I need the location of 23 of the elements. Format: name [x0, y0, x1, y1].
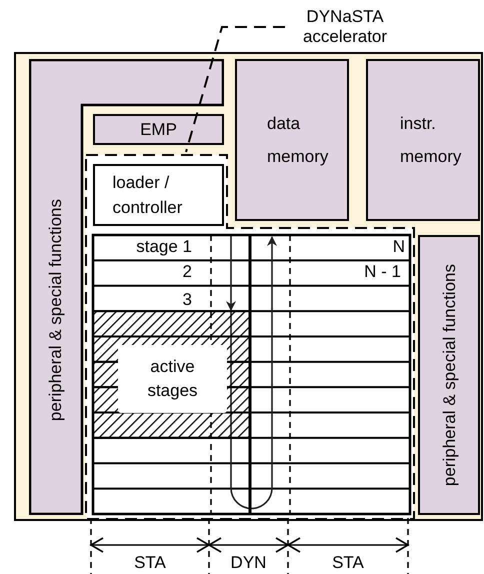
dimension-label: STA	[332, 554, 364, 570]
emp-block	[93, 114, 224, 145]
peripheral-block	[418, 235, 480, 515]
controller-block	[93, 164, 224, 226]
dimension-label: DYN	[230, 554, 266, 570]
block-label: peripheral & special functions	[44, 198, 66, 422]
stage-label: stage 1	[136, 238, 192, 254]
memory-block	[366, 59, 480, 221]
stage-label: N	[392, 238, 405, 254]
stage-label: N - 1	[364, 262, 401, 280]
chip-outline	[14, 52, 483, 521]
leader-line	[185, 26, 285, 152]
memory-block	[235, 59, 349, 221]
dimension-label: STA	[134, 554, 166, 570]
stage-label: 2	[182, 262, 192, 280]
block-label: instr. memory	[400, 113, 462, 168]
block-label: EMP	[140, 118, 177, 141]
block-label: loader / controller	[112, 172, 184, 219]
block-label: DYNaSTA accelerator	[302, 7, 388, 47]
active-stages-label: active stages	[118, 345, 227, 413]
block-label: data memory	[267, 113, 330, 168]
stage-label: 3	[182, 290, 192, 308]
block-label: peripheral & special functions	[438, 264, 460, 486]
